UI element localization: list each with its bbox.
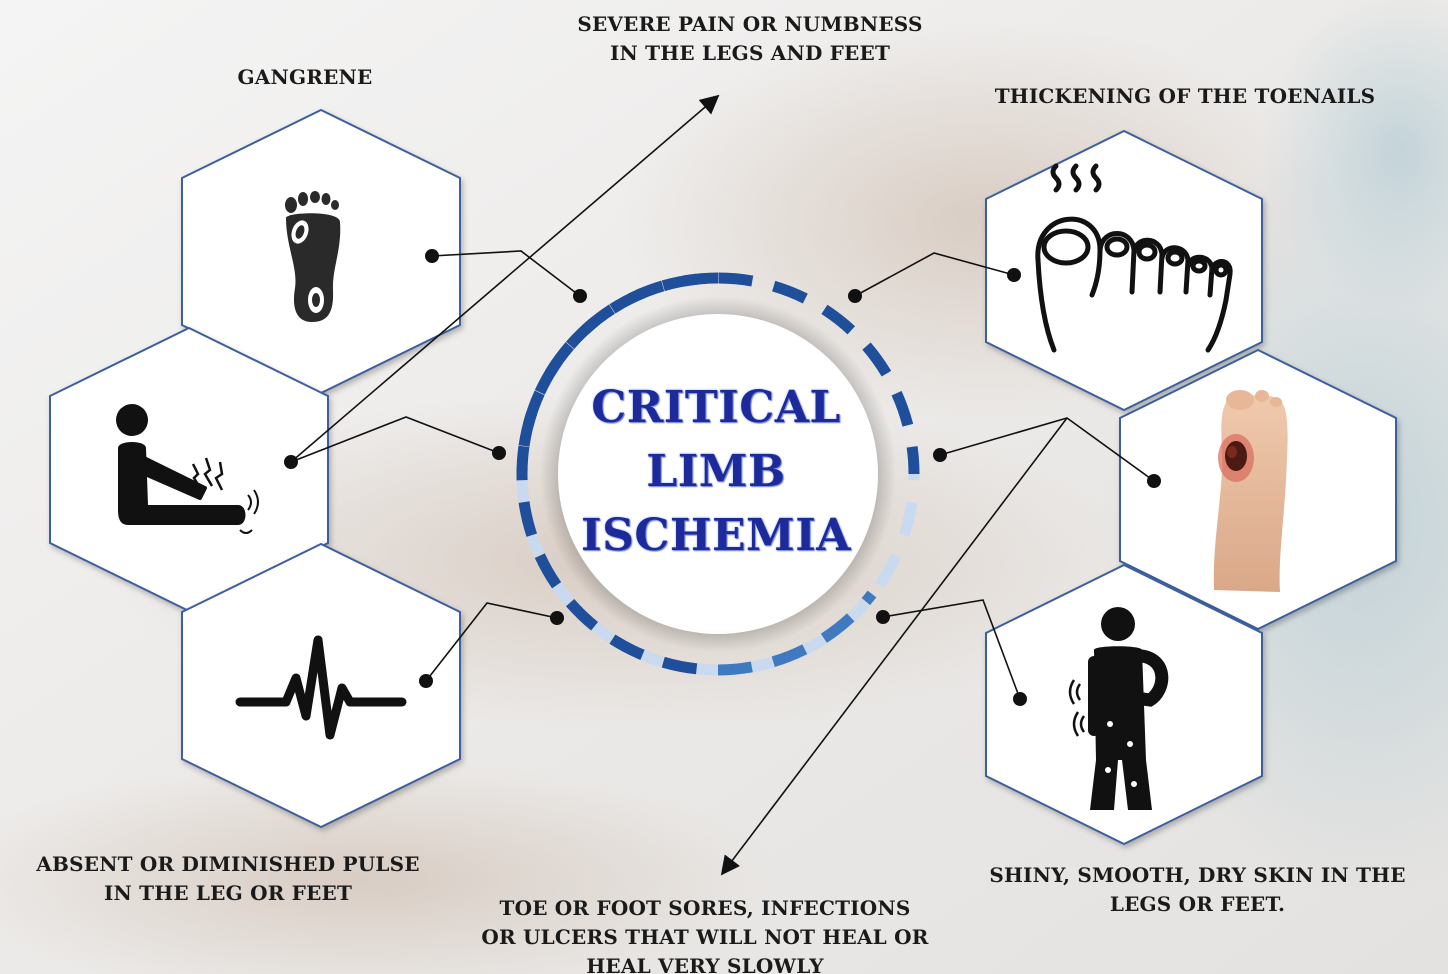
connector-toenails bbox=[854, 252, 1015, 297]
pulse-line-icon bbox=[235, 635, 407, 740]
foot-ulcer-icon bbox=[1213, 390, 1288, 592]
label-toenails-text: THICKENING OF THE TOENAILS bbox=[994, 84, 1376, 108]
connector-lines bbox=[290, 94, 1155, 876]
center-circle bbox=[558, 314, 878, 634]
label-severe-pain-line1: SEVERE PAIN OR NUMBNESS bbox=[577, 12, 923, 36]
connector-dots bbox=[284, 249, 1161, 706]
label-sores-line3: HEAL VERY SLOWLY bbox=[586, 954, 824, 974]
label-gangrene-text: GANGRENE bbox=[237, 65, 373, 89]
hexagon-toenails bbox=[985, 129, 1263, 412]
connector-skin bbox=[882, 599, 1021, 700]
label-severe-pain: SEVERE PAIN OR NUMBNESS IN THE LEGS AND … bbox=[530, 10, 970, 68]
background-blur bbox=[1260, 0, 1448, 310]
label-pulse-line2: IN THE LEG OR FEET bbox=[103, 881, 353, 905]
label-sores-line1: TOE OR FOOT SORES, INFECTIONS bbox=[499, 896, 911, 920]
connector-pain bbox=[290, 416, 500, 463]
connector-pulse bbox=[425, 602, 558, 682]
leg-pain-person-icon bbox=[116, 404, 259, 534]
title-line-limb: LIMB bbox=[646, 446, 786, 497]
toes-icon bbox=[1035, 163, 1233, 353]
itchy-skin-person-icon bbox=[1068, 607, 1169, 810]
background-blur bbox=[0, 760, 780, 974]
dashed-ring-left bbox=[516, 272, 877, 676]
title-line-critical: CRITICAL bbox=[591, 382, 841, 433]
label-gangrene: GANGRENE bbox=[205, 63, 405, 92]
center-title: CRITICAL LIMB ISCHEMIA bbox=[571, 376, 861, 568]
label-pulse-line1: ABSENT OR DIMINISHED PULSE bbox=[36, 852, 420, 876]
arrow-sores bbox=[720, 417, 1068, 876]
label-skin-line1: SHINY, SMOOTH, DRY SKIN IN THE bbox=[989, 863, 1406, 887]
label-pulse: ABSENT OR DIMINISHED PULSE IN THE LEG OR… bbox=[2, 850, 454, 908]
hexagon-pain bbox=[49, 326, 329, 613]
label-skin-line2: LEGS OR FEET. bbox=[1109, 892, 1286, 916]
connector-gangrene bbox=[431, 250, 581, 297]
label-severe-pain-line2: IN THE LEGS AND FEET bbox=[609, 41, 891, 65]
label-skin: SHINY, SMOOTH, DRY SKIN IN THE LEGS OR F… bbox=[955, 861, 1440, 919]
footprint-icon bbox=[285, 191, 341, 322]
arrow-severe-pain bbox=[290, 94, 720, 463]
label-sores-line2: OR ULCERS THAT WILL NOT HEAL OR bbox=[481, 925, 929, 949]
title-line-ischemia: ISCHEMIA bbox=[581, 510, 851, 561]
label-toenails: THICKENING OF THE TOENAILS bbox=[960, 82, 1410, 111]
label-sores: TOE OR FOOT SORES, INFECTIONS OR ULCERS … bbox=[440, 894, 970, 974]
